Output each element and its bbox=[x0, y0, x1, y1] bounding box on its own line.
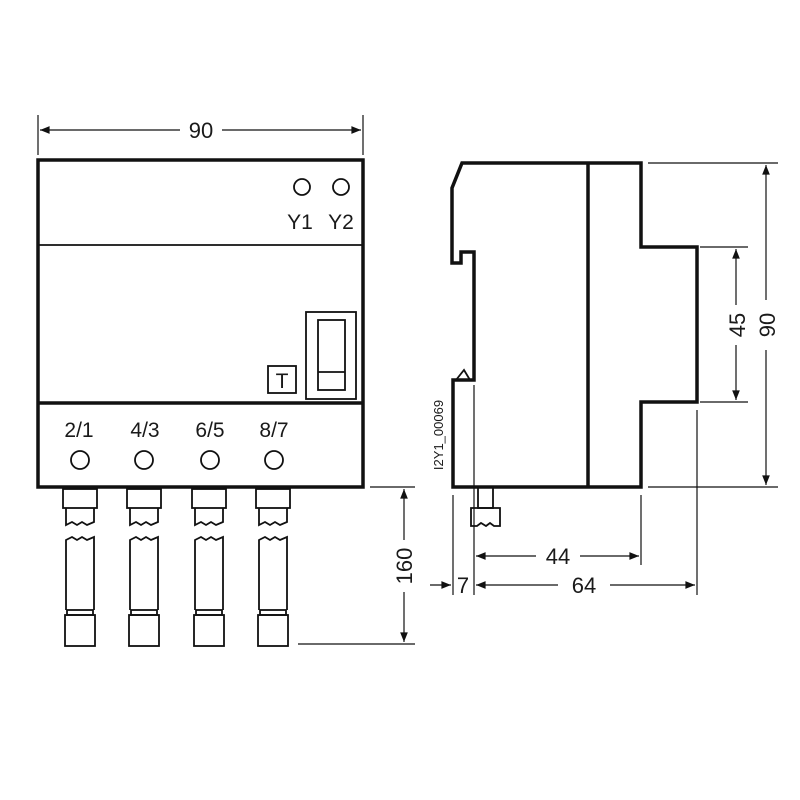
fuse-body bbox=[129, 535, 159, 610]
fuse-bottom-cap bbox=[193, 614, 225, 647]
device-housing bbox=[36, 158, 365, 489]
terminal-label: 4/3 bbox=[130, 419, 159, 442]
drawing-code: I2Y1_00069 bbox=[431, 400, 446, 470]
din-clip bbox=[455, 368, 471, 381]
terminal-label: 6/5 bbox=[195, 419, 224, 442]
terminal-y1-label: Y1 bbox=[287, 211, 313, 234]
side-view: 90 45 44 64 7 I2Y1_00069 bbox=[430, 161, 780, 598]
offset-dim-label: 7 bbox=[457, 573, 469, 598]
terminal-label: 2/1 bbox=[64, 419, 93, 442]
height-dim-label: 90 bbox=[755, 313, 780, 337]
fuse-top-cap bbox=[126, 488, 162, 509]
fuse-bottom-cap bbox=[128, 614, 160, 647]
fuse-length-dim-label: 160 bbox=[392, 548, 417, 585]
fuse-break-top bbox=[194, 508, 224, 527]
rail-dim-label: 45 bbox=[725, 313, 750, 337]
terminal-screw bbox=[200, 450, 220, 470]
depth64-dim-label: 64 bbox=[572, 573, 596, 598]
side-terminal-cap bbox=[470, 507, 501, 528]
terminal-screw bbox=[264, 450, 284, 470]
fuse-bottom-cap bbox=[64, 614, 96, 647]
main-terminals: 2/1 4/3 6/5 8/7 bbox=[64, 419, 289, 470]
fuse-bottom-cap bbox=[257, 614, 289, 647]
fuse-top-cap bbox=[62, 488, 98, 509]
fuse-body bbox=[258, 535, 288, 610]
fuse-top-cap bbox=[255, 488, 291, 509]
side-terminal-shaft bbox=[477, 486, 494, 509]
terminal-y2-label: Y2 bbox=[328, 211, 354, 234]
fuses bbox=[62, 488, 291, 647]
terminal-label: 8/7 bbox=[259, 419, 288, 442]
width-dim-label: 90 bbox=[189, 118, 213, 143]
test-button bbox=[267, 365, 297, 394]
fuse-break-top bbox=[129, 508, 159, 527]
switch-lever-frame bbox=[305, 311, 357, 400]
terminal-y2-circle bbox=[332, 178, 350, 196]
switch-lever bbox=[317, 319, 346, 391]
fuse-body bbox=[65, 535, 95, 610]
test-button-label: T bbox=[276, 370, 289, 393]
side-housing bbox=[450, 161, 699, 489]
terminal-y1-circle bbox=[293, 178, 311, 196]
fuse-top-cap bbox=[191, 488, 227, 509]
front-view: 90 Y1 Y2 T 2/1 4/3 6/5 8/7 160 bbox=[36, 115, 417, 647]
fuse-body bbox=[194, 535, 224, 610]
fuse-break-top bbox=[65, 508, 95, 527]
depth44-dim-label: 44 bbox=[546, 544, 570, 569]
fuse-break-top bbox=[258, 508, 288, 527]
terminal-screw bbox=[134, 450, 154, 470]
terminal-screw bbox=[70, 450, 90, 470]
